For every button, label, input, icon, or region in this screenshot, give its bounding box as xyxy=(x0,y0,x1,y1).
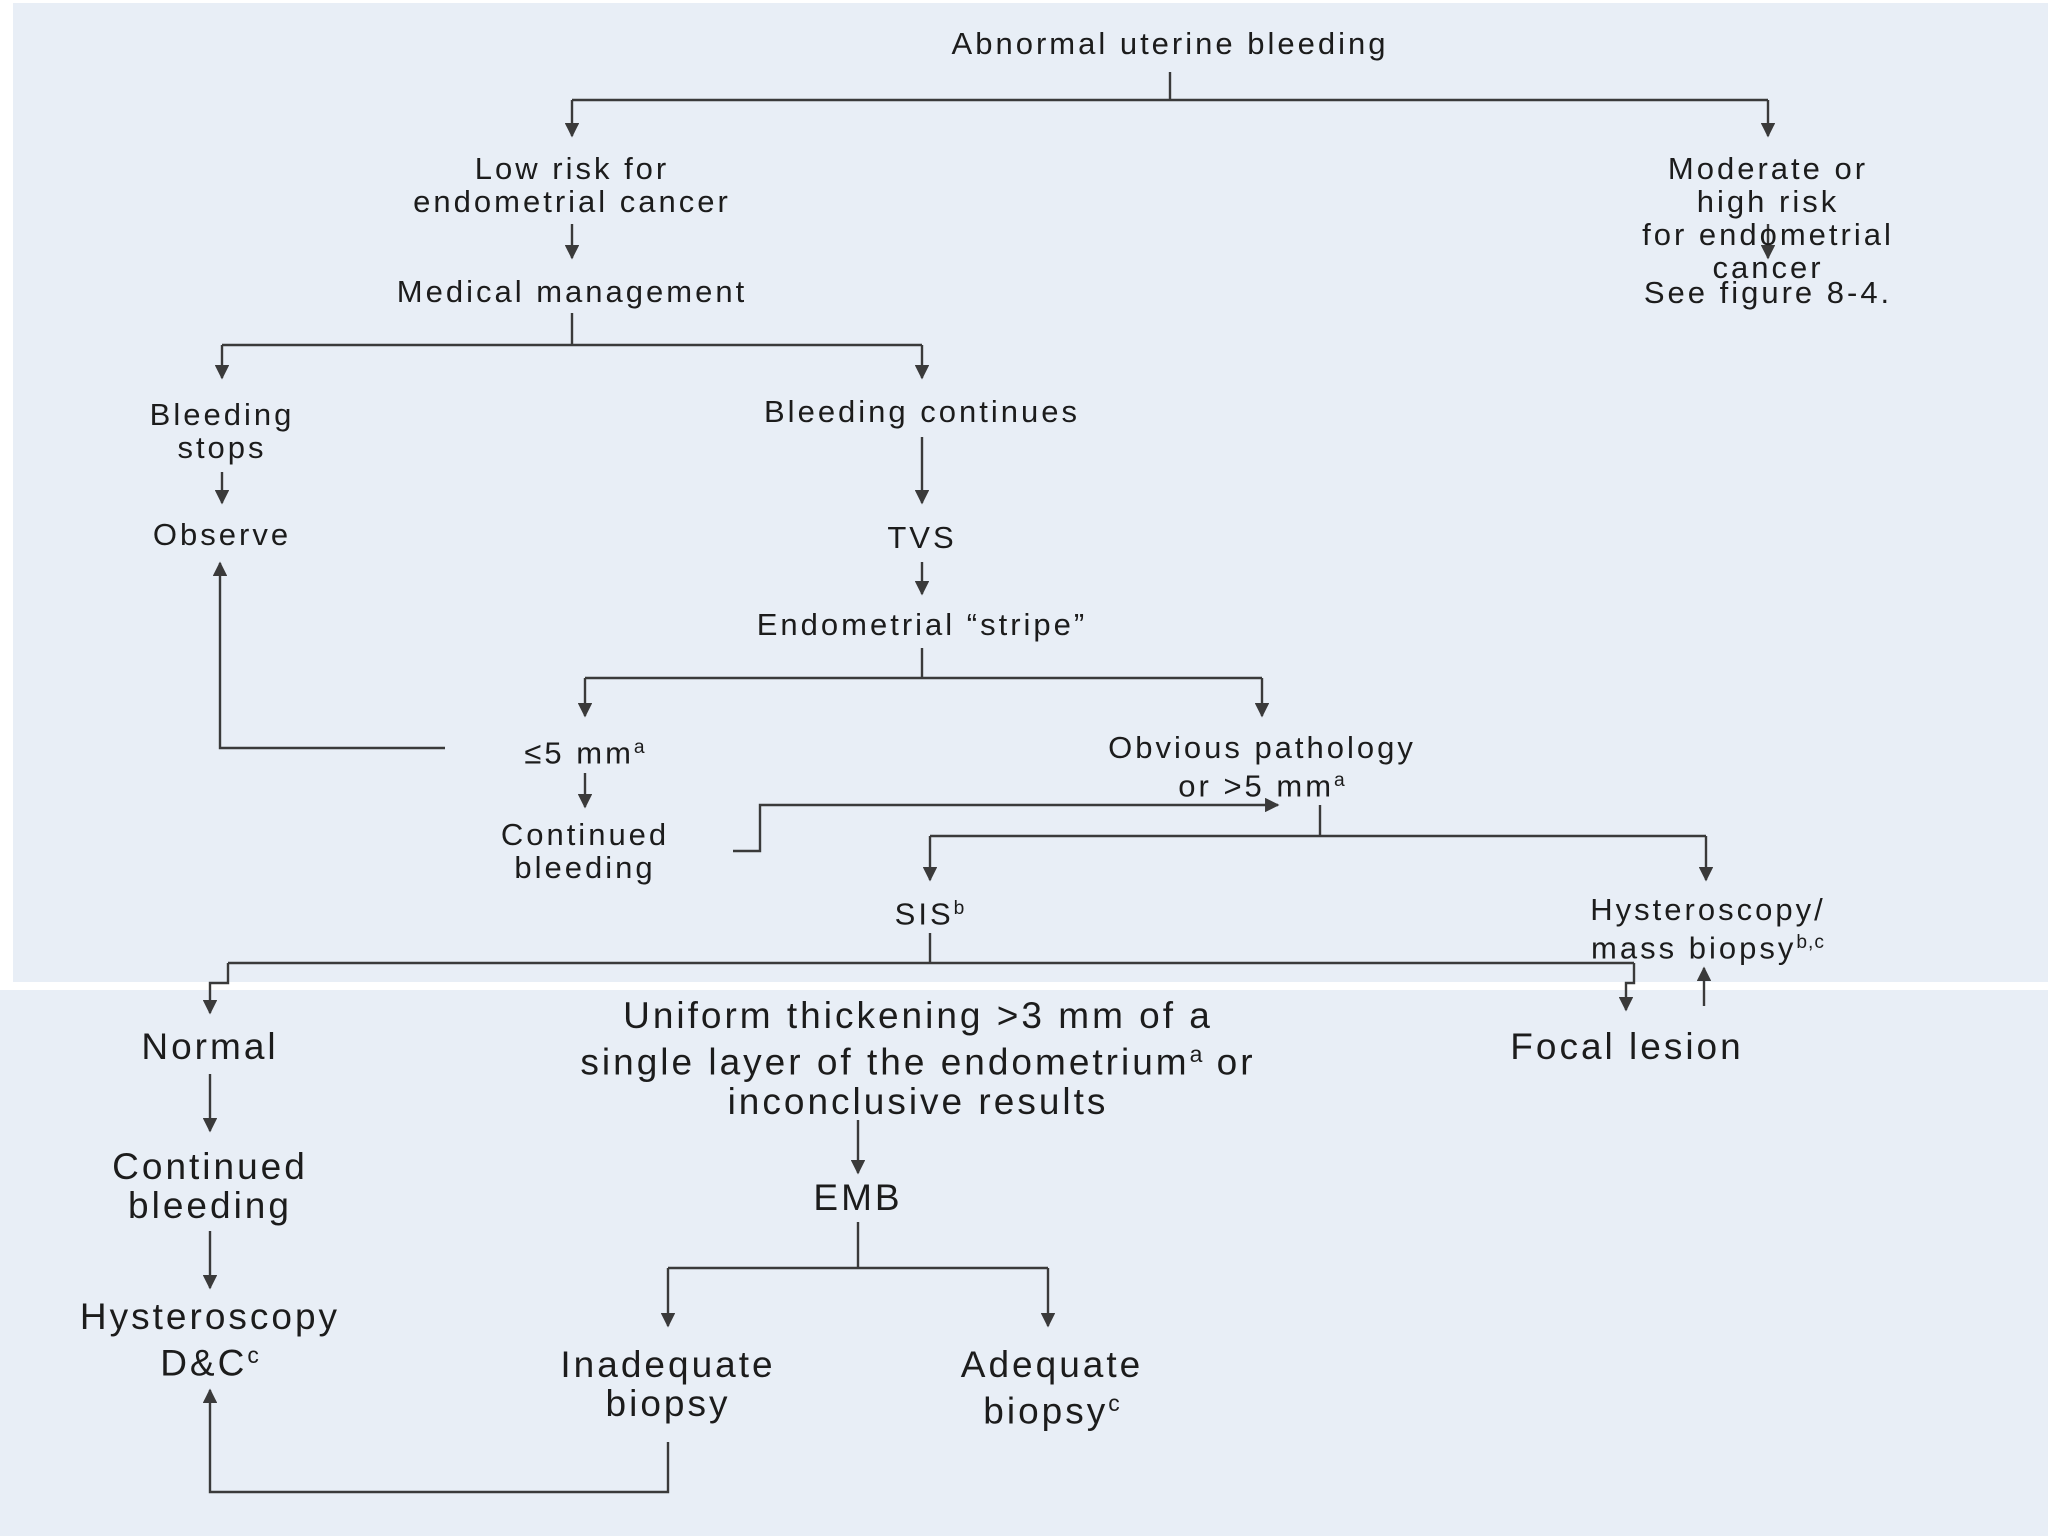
node-observe: Observe xyxy=(152,517,292,552)
node-hysteroscopy-mass-biopsy: Hysteroscopy/ mass biopsyb,c xyxy=(1590,892,1826,966)
node-bleeding-stops: Bleeding stops xyxy=(149,397,295,465)
node-bleeding-continues: Bleeding continues xyxy=(764,394,1080,429)
footnote-marker: c xyxy=(247,1342,260,1368)
footnote-marker: c xyxy=(1108,1390,1121,1416)
node-see-figure: See figure 8-4. xyxy=(1643,275,1893,310)
footnote-marker: b,c xyxy=(1796,932,1825,953)
node-sis: SISb xyxy=(894,896,966,932)
node-normal: Normal xyxy=(141,1026,279,1067)
arrow-continued-bleeding-to-pathology xyxy=(733,797,1280,853)
node-uniform-thickening: Uniform thickening >3 mm of a single lay… xyxy=(580,995,1256,1122)
node-le5mm: ≤5 mma xyxy=(524,735,646,771)
arrow-le5-to-observe xyxy=(212,561,445,750)
node-hysteroscopy-dc: Hysteroscopy D&Cc xyxy=(79,1296,341,1384)
node-emb: EMB xyxy=(813,1177,903,1218)
node-endometrial-stripe: Endometrial “stripe” xyxy=(756,607,1088,642)
node-tvs: TVS xyxy=(887,520,957,555)
footnote-marker: b xyxy=(953,898,966,919)
node-adequate-biopsy: Adequate biopsyc xyxy=(960,1344,1144,1432)
node-focal-lesion: Focal lesion xyxy=(1510,1026,1744,1067)
footnote-marker: a xyxy=(1189,1041,1204,1067)
arrow-to-normal xyxy=(202,963,230,1015)
node-continued-bleeding-2: Continued bleeding xyxy=(112,1146,308,1226)
node-low-risk: Low risk for endometrial cancer xyxy=(413,151,731,219)
flowchart-top-panel xyxy=(13,3,2048,982)
node-obvious-pathology: Obvious pathology or >5 mma xyxy=(1108,730,1416,804)
arrow-to-focal xyxy=(1618,963,1636,1012)
node-continued-bleeding-1: Continued bleeding xyxy=(500,817,670,885)
node-moderate-high-risk: Moderate or high risk for endometrial ca… xyxy=(1642,151,1894,285)
flowchart-bottom-panel xyxy=(0,990,2048,1536)
footnote-marker: a xyxy=(1334,770,1346,791)
arrow-inadequate-to-hysteroscopy-dc xyxy=(202,1388,670,1494)
node-medical-management: Medical management xyxy=(396,274,748,309)
node-abnormal-uterine-bleeding: Abnormal uterine bleeding xyxy=(951,26,1389,61)
node-inadequate-biopsy: Inadequate biopsy xyxy=(560,1344,776,1424)
footnote-marker: a xyxy=(633,737,646,758)
